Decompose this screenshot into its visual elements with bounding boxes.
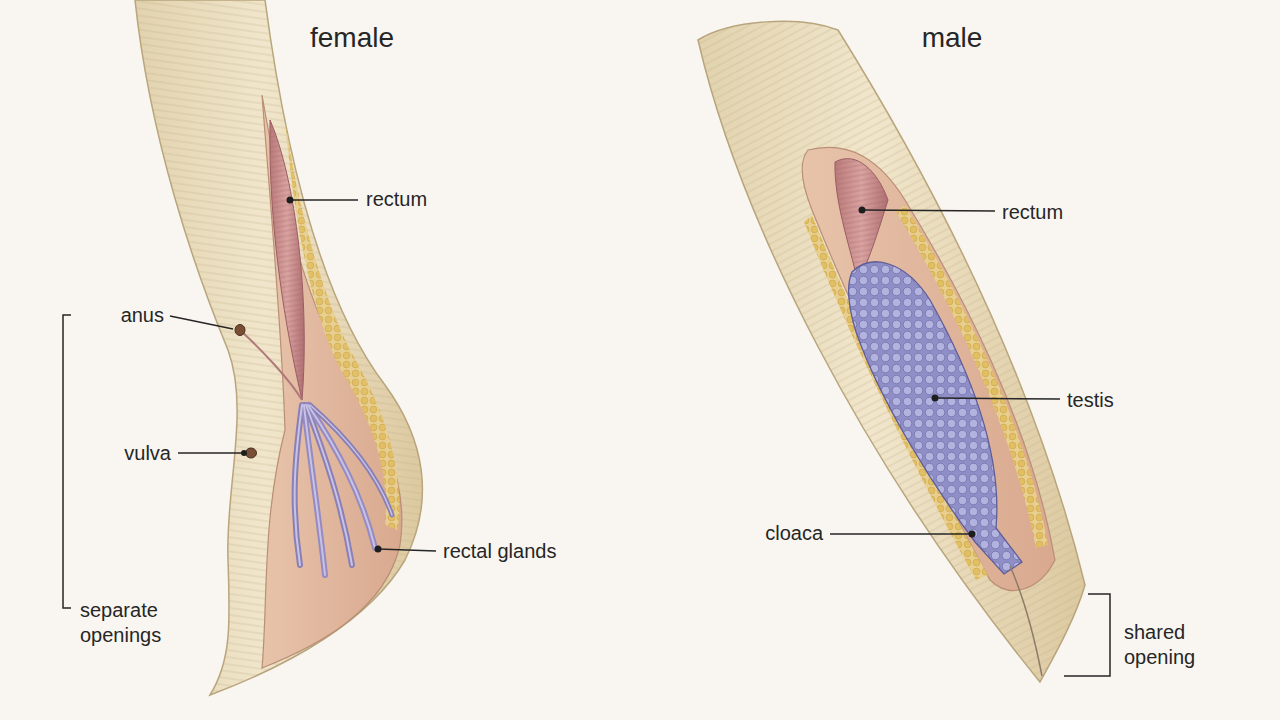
panel-heading: female	[310, 20, 394, 55]
part-label: testis	[1067, 388, 1114, 413]
label-holder: vulva	[124, 441, 171, 466]
label-holder: anus	[121, 303, 164, 328]
bracket-note: separate openings	[80, 598, 192, 648]
label-holder: shared opening	[1124, 620, 1220, 670]
leader-lines	[63, 200, 1110, 676]
label-holder: rectum	[366, 187, 427, 212]
label-holder: male	[922, 20, 983, 55]
label-holder: separate openings	[80, 598, 192, 648]
label-holder: rectal glands	[443, 539, 556, 564]
label-holder: testis	[1067, 388, 1114, 413]
label-holder: female	[310, 20, 394, 55]
bracket-note: shared opening	[1124, 620, 1220, 670]
part-label: rectum	[1002, 200, 1063, 225]
panel-heading: male	[922, 20, 983, 55]
part-label: cloaca	[765, 521, 823, 546]
part-label: rectal glands	[443, 539, 556, 564]
label-holder: cloaca	[765, 521, 823, 546]
male-tail	[698, 21, 1085, 682]
part-label: vulva	[124, 441, 171, 466]
part-label: anus	[121, 303, 164, 328]
part-label: rectum	[366, 187, 427, 212]
leader-dots	[241, 197, 976, 553]
female-tail	[135, 0, 422, 695]
label-holder: rectum	[1002, 200, 1063, 225]
